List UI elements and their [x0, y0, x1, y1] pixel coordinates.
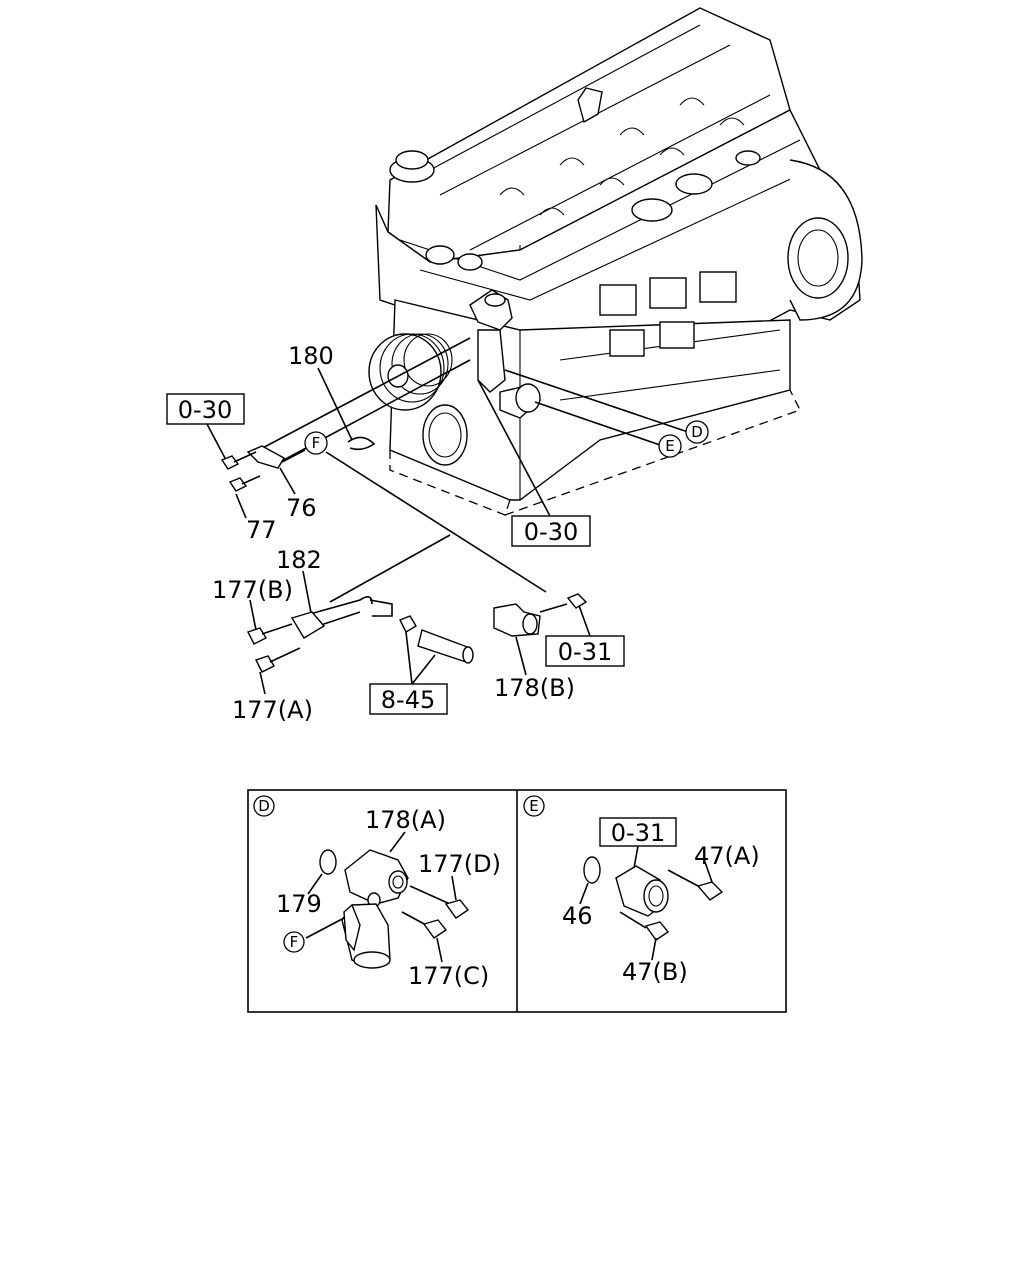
- label-177b: 177(B): [212, 576, 293, 604]
- label-76: 76: [286, 494, 317, 522]
- o-ring-180: [347, 436, 376, 451]
- ref-box-845: 8-45: [369, 683, 448, 715]
- detail-e-tag: E: [529, 797, 538, 815]
- ref-box-030-mid: 0-30: [511, 515, 591, 547]
- part-labels: 180 76 77 182 177(B) 177(A) 178(B): [212, 342, 575, 724]
- label-47a: 47(A): [694, 842, 760, 870]
- detail-frame: [247, 789, 787, 1013]
- ref-box-031: 0-31: [545, 635, 625, 667]
- pipe-flange-182: [290, 611, 326, 639]
- label-182: 182: [276, 546, 322, 574]
- label-46: 46: [562, 902, 593, 930]
- label-177c: 177(C): [408, 962, 489, 990]
- svg-text:F: F: [312, 434, 321, 452]
- callout-d: D: [685, 420, 709, 444]
- label-178b: 178(B): [494, 674, 575, 702]
- ref-845-text: 8-45: [381, 686, 435, 714]
- label-179: 179: [276, 890, 322, 918]
- ref-031-detail-text: 0-31: [611, 819, 665, 847]
- callout-f-detail: [283, 931, 305, 953]
- label-77: 77: [246, 516, 277, 544]
- label-47b: 47(B): [622, 958, 688, 986]
- callout-f: F: [304, 431, 328, 455]
- label-180: 180: [288, 342, 334, 370]
- engine-block-drawing: [368, 7, 863, 516]
- label-178a: 178(A): [365, 806, 446, 834]
- svg-text:F: F: [290, 933, 299, 951]
- svg-text:D: D: [691, 423, 703, 441]
- detail-d-tag: D: [258, 797, 270, 815]
- detail-e: E 0-31 47(A) 46 47(B): [523, 795, 760, 986]
- label-177d: 177(D): [418, 850, 501, 878]
- ref-030-mid-text: 0-30: [524, 518, 578, 546]
- label-177a: 177(A): [232, 696, 313, 724]
- svg-text:E: E: [665, 437, 674, 455]
- ref-031-text: 0-31: [558, 638, 612, 666]
- bracket-76: [246, 445, 285, 469]
- detail-d: D 178(A) 177(D) 179 177(C) F: [253, 795, 501, 990]
- ref-030-left-text: 0-30: [178, 396, 232, 424]
- main-parts: [220, 445, 588, 673]
- callout-e: E: [658, 434, 682, 458]
- ref-box-030-left: 0-30: [166, 393, 245, 425]
